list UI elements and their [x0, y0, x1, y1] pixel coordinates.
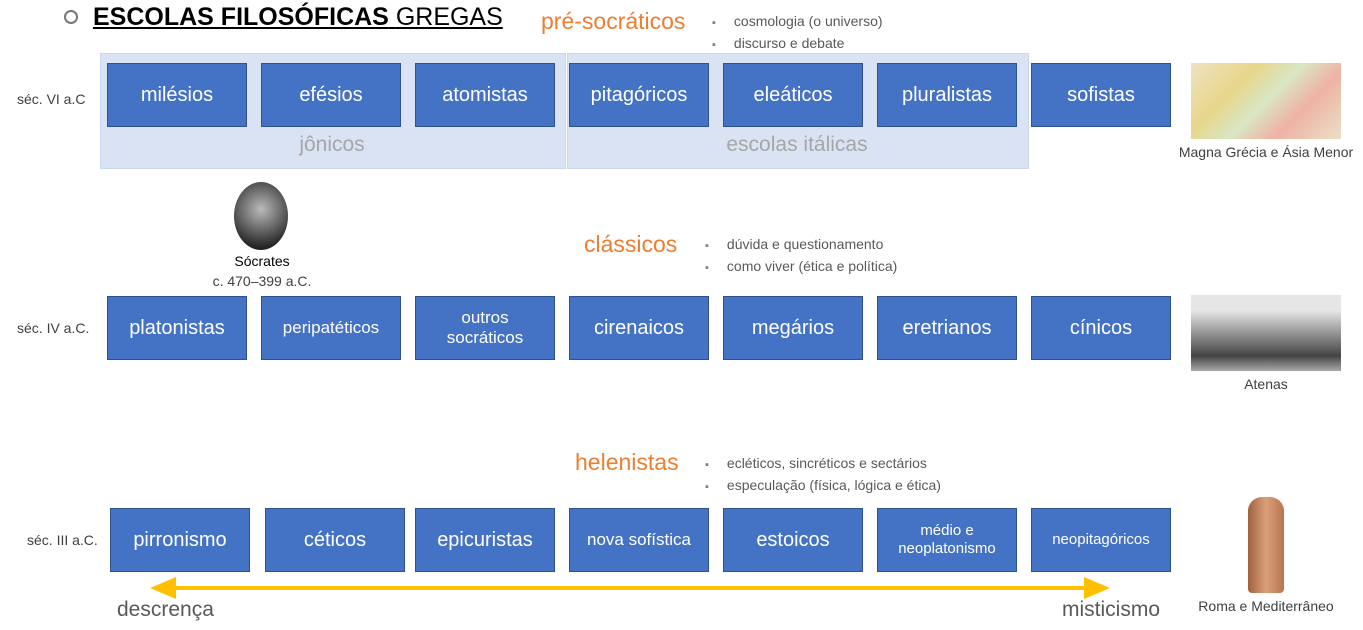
- statue-image: [1248, 497, 1284, 593]
- school-box[interactable]: peripatéticos: [261, 296, 401, 360]
- school-box[interactable]: cínicos: [1031, 296, 1171, 360]
- title-light: GREGAS: [395, 3, 503, 31]
- group-italicas: escolas itálicas: [726, 133, 868, 156]
- bullet: especulação (física, lógica e ética): [705, 475, 941, 497]
- school-box[interactable]: outros socráticos: [415, 296, 555, 360]
- school-box[interactable]: médio e neoplatonismo: [877, 508, 1017, 572]
- school-box[interactable]: estoicos: [723, 508, 863, 572]
- school-box[interactable]: platonistas: [107, 296, 247, 360]
- bullets-helenistas: ecléticos, sincréticos e sectáriosespecu…: [705, 453, 941, 497]
- school-box[interactable]: neopitagóricos: [1031, 508, 1171, 572]
- bullet: como viver (ética e política): [705, 256, 897, 278]
- logo-icon: [64, 10, 78, 24]
- page-title: ESCOLAS FILOSÓFICAS GREGAS: [93, 3, 503, 32]
- school-box[interactable]: milésios: [107, 63, 247, 127]
- school-box[interactable]: atomistas: [415, 63, 555, 127]
- school-box[interactable]: pirronismo: [110, 508, 250, 572]
- image-caption: Atenas: [1244, 376, 1288, 392]
- athens-image: [1191, 295, 1341, 371]
- image-caption: Magna Grécia e Ásia Menor: [1178, 144, 1354, 160]
- school-box[interactable]: megários: [723, 296, 863, 360]
- era-classicos: clássicos: [584, 231, 678, 257]
- double-arrow: [150, 577, 1110, 599]
- bullet: cosmologia (o universo): [712, 11, 883, 33]
- bullet: dúvida e questionamento: [705, 234, 897, 256]
- century-label: séc. VI a.C: [17, 91, 86, 107]
- century-label: séc. IV a.C.: [17, 320, 90, 336]
- map-image: [1191, 63, 1341, 139]
- bullets-classicos: dúvida e questionamentocomo viver (ética…: [705, 234, 897, 278]
- image-caption: Roma e Mediterrâneo: [1198, 598, 1334, 614]
- socrates-dates: c. 470–399 a.C.: [212, 273, 312, 289]
- school-box[interactable]: pitagóricos: [569, 63, 709, 127]
- school-box[interactable]: cirenaicos: [569, 296, 709, 360]
- school-box[interactable]: efésios: [261, 63, 401, 127]
- socrates-name: Sócrates: [234, 253, 290, 269]
- axis-left-label: descrença: [117, 598, 214, 621]
- school-box[interactable]: pluralistas: [877, 63, 1017, 127]
- era-presocraticos: pré-socráticos: [541, 8, 686, 34]
- school-box[interactable]: eleáticos: [723, 63, 863, 127]
- school-box[interactable]: céticos: [265, 508, 405, 572]
- bullet: ecléticos, sincréticos e sectários: [705, 453, 941, 475]
- title-bold: ESCOLAS FILOSÓFICAS: [93, 3, 389, 31]
- school-box[interactable]: eretrianos: [877, 296, 1017, 360]
- school-box[interactable]: nova sofística: [569, 508, 709, 572]
- bullets-presocraticos: cosmologia (o universo)discurso e debate: [712, 11, 883, 55]
- socrates-portrait: [234, 182, 288, 250]
- group-jonicos: jônicos: [299, 133, 365, 156]
- school-box[interactable]: sofistas: [1031, 63, 1171, 127]
- axis-right-label: misticismo: [1062, 598, 1160, 621]
- bullet: discurso e debate: [712, 33, 883, 55]
- era-helenistas: helenistas: [575, 449, 679, 475]
- century-label: séc. III a.C.: [27, 532, 98, 548]
- school-box[interactable]: epicuristas: [415, 508, 555, 572]
